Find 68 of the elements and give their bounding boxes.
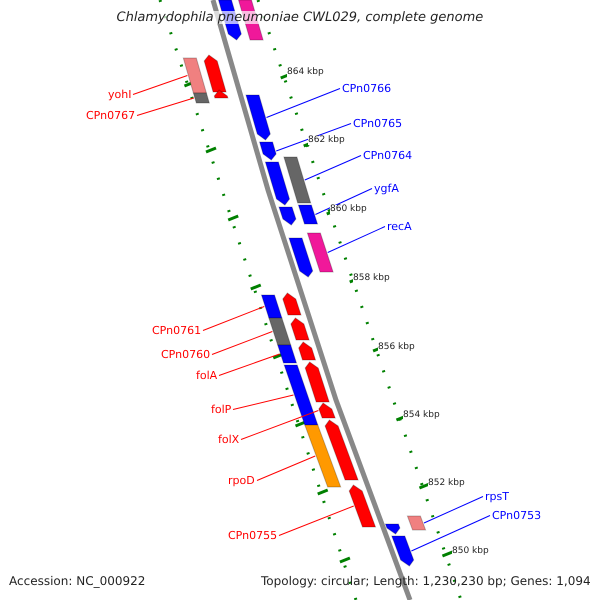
gene-label: folP: [211, 404, 232, 415]
gene-block: [384, 524, 400, 535]
leader-line: [424, 496, 484, 524]
leader-line: [202, 306, 265, 331]
gene-label: rpsT: [485, 491, 509, 502]
gene-block: [318, 402, 336, 418]
gene-label: CPn0767: [86, 110, 136, 121]
gene-label: rpoD: [228, 475, 255, 486]
gene-block: [324, 419, 359, 480]
gene-block: [258, 142, 277, 161]
leader-line: [136, 98, 194, 116]
gene-block: [304, 361, 330, 402]
gene-label: CPn0764: [363, 150, 412, 161]
gene-label: CPn0760: [161, 349, 210, 360]
gene-block: [182, 58, 208, 94]
gene-block: [282, 292, 302, 316]
leader-line: [132, 75, 188, 95]
gene-block: [298, 204, 318, 224]
scale-label: 852 kbp: [428, 478, 465, 488]
gene-block: [288, 238, 314, 278]
gene-label: CPn0753: [492, 510, 542, 521]
gene-label: yohI: [108, 89, 132, 100]
gene-block: [214, 89, 229, 98]
gene-block: [391, 536, 414, 567]
leader-line: [276, 123, 352, 152]
gene-block: [298, 341, 316, 360]
scale-label: 862 kbp: [308, 136, 345, 144]
gene-block: [306, 232, 334, 272]
leader-line: [212, 331, 273, 355]
gene-block: [264, 162, 290, 206]
gene-block: [268, 318, 292, 346]
scale-label: 856 kbp: [378, 342, 415, 352]
gene-label: CPn0766: [342, 83, 392, 94]
gene-block: [245, 94, 271, 141]
gene-block: [278, 206, 296, 226]
gene-block: [348, 484, 376, 528]
leader-line: [266, 88, 340, 118]
gene-label: CPn0755: [228, 530, 278, 541]
gene-label: folX: [218, 434, 240, 445]
gene-label: recA: [387, 221, 412, 232]
footer-text: Topology: circular; Length: 1,230,230 bp; Genes: 1,094: [261, 575, 591, 587]
gene-block: [290, 317, 310, 340]
leader-line: [410, 515, 490, 552]
scale-label: 860 kbp: [330, 204, 367, 214]
gene-block: [283, 156, 312, 204]
leader-line: [232, 394, 294, 410]
leader-line: [278, 506, 354, 536]
gene-label: CPn0761: [152, 325, 202, 336]
footer-text: Accession: NC_000922: [9, 575, 146, 587]
gene-block: [284, 364, 318, 426]
gene-block: [406, 516, 426, 530]
leader-line: [304, 155, 362, 180]
gene-label: ygfA: [374, 183, 399, 194]
leader-line: [240, 410, 319, 440]
scale-label: 850 kbp: [452, 546, 489, 556]
leader-line: [218, 354, 280, 376]
title: Chlamydophila pneumoniae CWL029, complete genome: [116, 11, 484, 24]
leader-line: [314, 188, 372, 215]
scale-label: 858 kbp: [353, 274, 390, 282]
gene-label: folA: [196, 370, 218, 381]
gene-block: [277, 344, 298, 364]
gene-block: [260, 294, 283, 318]
gene-label: CPn0765: [353, 118, 402, 129]
leader-line: [327, 226, 386, 253]
scale-label: 864 kbp: [287, 68, 324, 76]
leader-line: [256, 456, 316, 481]
scale-label: 854 kbp: [403, 410, 440, 420]
gene-block: [304, 424, 342, 488]
